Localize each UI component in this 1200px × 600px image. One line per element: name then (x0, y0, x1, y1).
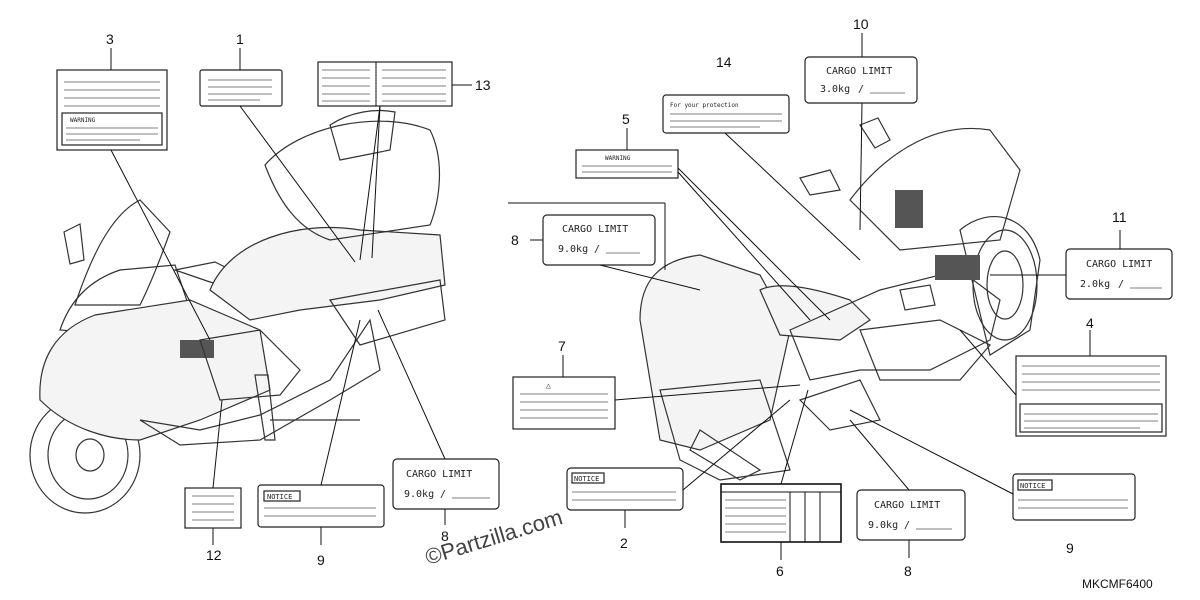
callout-1: 1 (236, 31, 244, 47)
callout-8-upper: 8 (511, 232, 519, 248)
decal-9-left: NOTICE (257, 484, 385, 528)
callout-9-right: 9 (1066, 540, 1074, 556)
decal-8-lower-right: CARGO LIMIT 9.0kg / (856, 489, 966, 541)
cargo-value-text: 9.0kg (868, 520, 898, 531)
slash-text: / (594, 244, 600, 255)
notice-text: NOTICE (574, 475, 599, 483)
diagram-code: MKCMF6400 (1082, 577, 1153, 591)
triangle-icon: △ (546, 381, 551, 390)
cargo-limit-text: CARGO LIMIT (562, 224, 628, 235)
callout-13: 13 (475, 77, 491, 93)
decal-3: WARNING (56, 69, 168, 151)
notice-text: NOTICE (267, 493, 292, 501)
decal-14: For your protection (662, 94, 790, 134)
callout-11: 11 (1112, 209, 1127, 225)
warning-text: WARNING (70, 117, 96, 124)
cargo-value-text: 9.0kg (404, 489, 434, 500)
callout-9-left: 9 (317, 552, 325, 568)
decal-13 (317, 61, 453, 107)
callout-5: 5 (622, 111, 630, 127)
decal-2: NOTICE (566, 467, 684, 511)
decal-5: WARNING (575, 149, 679, 179)
cargo-limit-text: CARGO LIMIT (874, 500, 940, 511)
callout-6: 6 (776, 563, 784, 579)
decal-4 (1015, 355, 1167, 437)
cargo-limit-text: CARGO LIMIT (406, 469, 472, 480)
slash-text: / (858, 84, 864, 95)
cargo-value-text: 3.0kg (820, 84, 850, 95)
slash-text: / (440, 489, 446, 500)
decal-1 (199, 69, 283, 107)
callout-7: 7 (558, 338, 566, 354)
notice-text: NOTICE (1020, 482, 1045, 490)
warning-text: WARNING (605, 155, 631, 162)
decal-8-upper: CARGO LIMIT 9.0kg / (542, 214, 656, 266)
slash-text: / (904, 520, 910, 531)
callout-10: 10 (853, 16, 869, 32)
decal-6 (720, 483, 842, 543)
cargo-limit-text: CARGO LIMIT (826, 66, 892, 77)
decal-9-right: NOTICE (1012, 473, 1136, 521)
callout-8-left: 8 (441, 528, 449, 544)
right-motorcycle (639, 117, 1041, 481)
decal-10: CARGO LIMIT 3.0kg / (804, 56, 918, 104)
left-motorcycle (29, 109, 446, 514)
slash-text: / (1118, 279, 1124, 290)
callout-8-right: 8 (904, 563, 912, 579)
callout-2: 2 (620, 535, 628, 551)
cargo-value-text: 2.0kg (1080, 279, 1110, 290)
decal-12 (184, 487, 242, 529)
decal-8-lower: CARGO LIMIT 9.0kg / (392, 458, 500, 510)
callout-14: 14 (716, 54, 732, 70)
callout-numbers: 3 1 13 12 9 8 10 14 5 8 11 7 4 2 6 8 9 (106, 16, 1127, 579)
protection-text: For your protection (670, 102, 739, 109)
callout-12: 12 (206, 547, 222, 563)
decal-11: CARGO LIMIT 2.0kg / (1065, 248, 1173, 300)
decal-7: △ (512, 376, 616, 430)
cargo-value-text: 9.0kg (558, 244, 588, 255)
cargo-limit-text: CARGO LIMIT (1086, 259, 1152, 270)
callout-3: 3 (106, 31, 114, 47)
callout-4: 4 (1086, 315, 1094, 331)
leader-lines (110, 33, 1121, 560)
